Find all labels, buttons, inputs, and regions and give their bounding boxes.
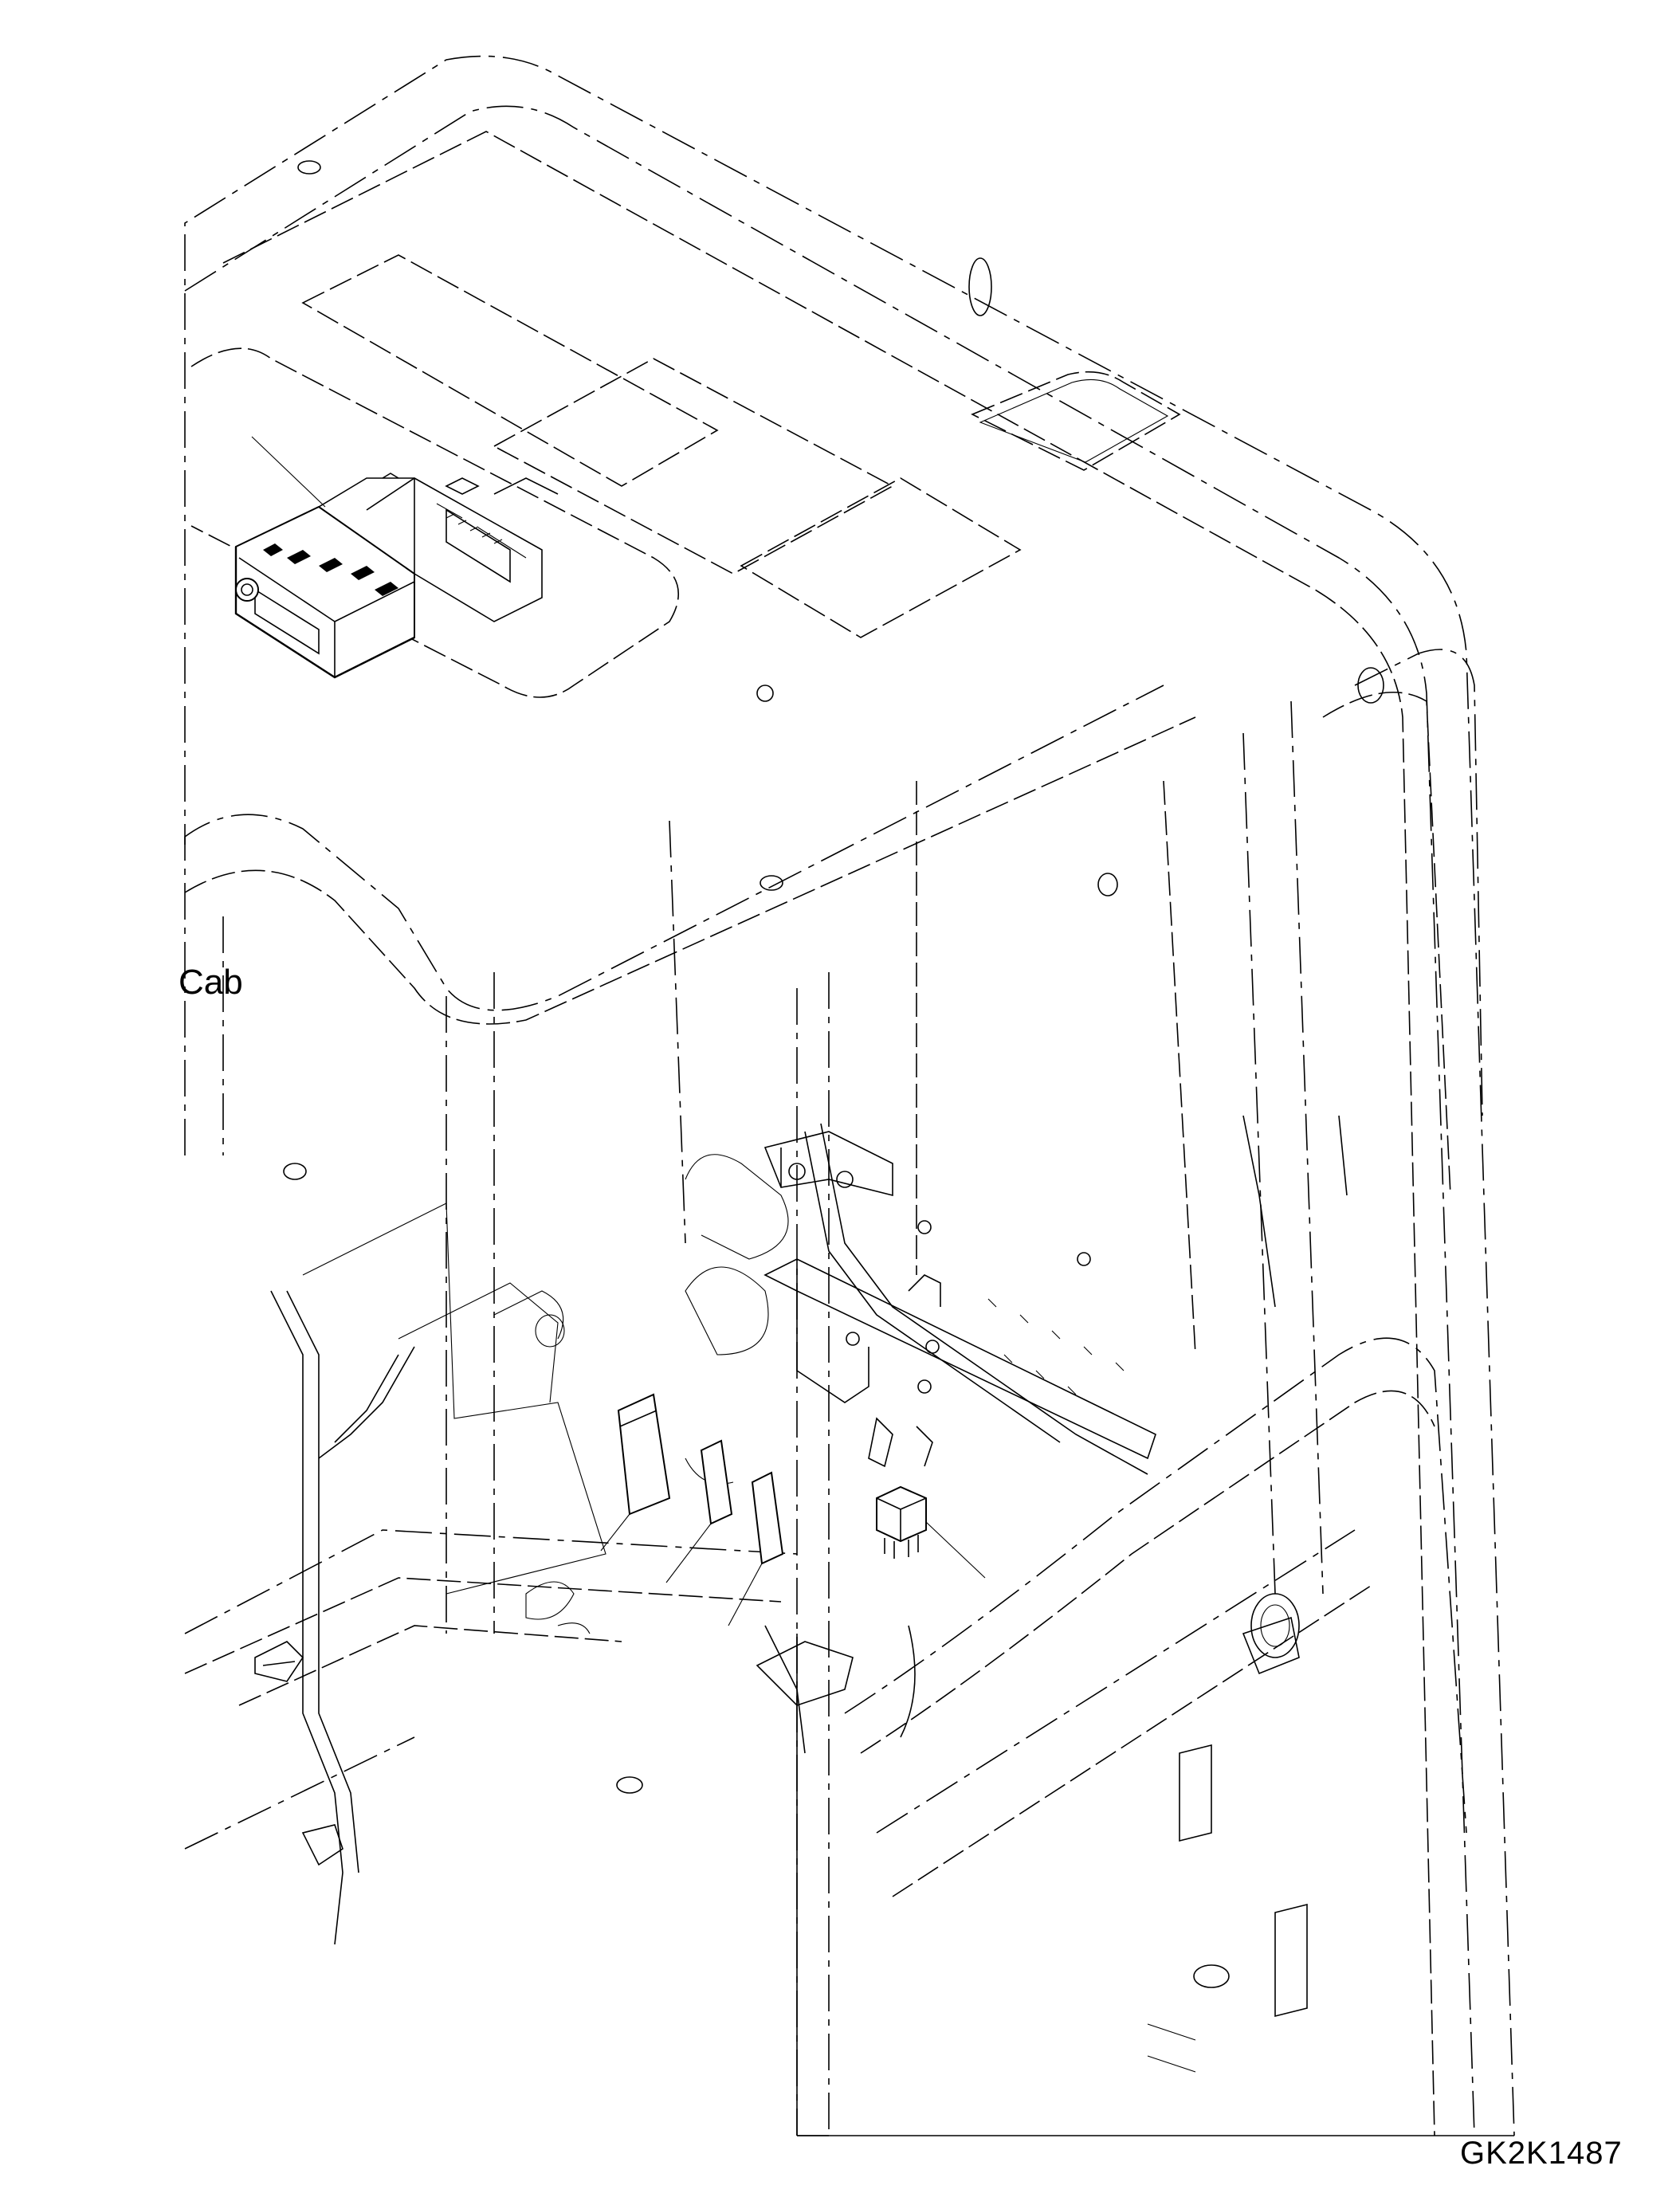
latches (254, 1616, 1308, 2073)
relay-unit (876, 1485, 986, 1579)
label-plates (600, 1393, 784, 1626)
rear-panel (302, 1154, 789, 1634)
cab-frame (184, 55, 1515, 2136)
radio-unit (234, 436, 559, 679)
fasteners (283, 160, 1384, 1988)
cab-label: Cab (179, 963, 243, 1002)
mounting-bracket (763, 1131, 1156, 1468)
harness (270, 1115, 1348, 1945)
drawing-code: GK2K1487 (1460, 2136, 1623, 2171)
